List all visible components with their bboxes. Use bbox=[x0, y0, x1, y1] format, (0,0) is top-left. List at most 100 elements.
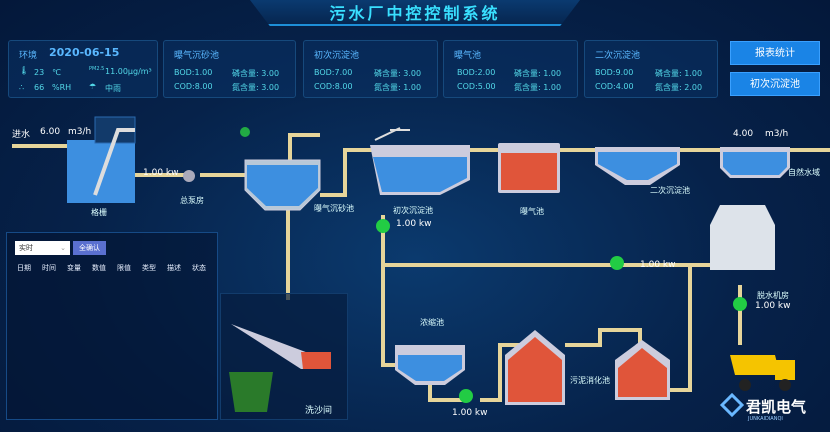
dewatering-label: 脱水机房 bbox=[757, 291, 789, 300]
natural-water bbox=[723, 152, 787, 175]
panel-title: 二次沉淀池 bbox=[595, 51, 641, 61]
col-date: 日期 bbox=[17, 264, 31, 272]
sludge-pipe bbox=[381, 215, 742, 367]
pm-label: PM2.5 bbox=[89, 66, 105, 72]
weather-icon: ☂ bbox=[89, 82, 97, 91]
bod: BOD:9.00 bbox=[595, 68, 634, 77]
col-variable: 变量 bbox=[67, 264, 81, 272]
alarm-panel: 实时 ⌄ 全确认 日期 时间 变量 数值 限值 类型 描述 状态 bbox=[6, 232, 218, 420]
humidity: 66 bbox=[34, 83, 45, 92]
logo-name: 君凯电气 bbox=[746, 398, 807, 416]
confirm-all-button[interactable]: 全确认 bbox=[73, 241, 106, 255]
nitrogen: 氮含量: 1.00 bbox=[514, 83, 562, 92]
aeration-label: 曝气池 bbox=[520, 207, 544, 216]
panel-secondary: 二次沉淀池 BOD:9.00 COD:4.00 磷含量: 1.00 氮含量: 2… bbox=[584, 40, 718, 98]
thickener-pump-icon bbox=[459, 389, 473, 403]
panel-primary: 初次沉淀池 BOD:7.00 COD:8.00 磷含量: 3.00 氮含量: 1… bbox=[303, 40, 438, 98]
bod: BOD:7.00 bbox=[314, 68, 353, 77]
col-time: 时间 bbox=[42, 264, 56, 272]
outflow-unit: m3/h bbox=[765, 129, 789, 139]
bod: BOD:2.00 bbox=[457, 68, 496, 77]
page-title: 污水厂中控控制系统 bbox=[329, 4, 501, 23]
grille-tank bbox=[67, 140, 135, 203]
cod: COD:4.00 bbox=[595, 82, 634, 91]
grit-pipe bbox=[286, 133, 320, 300]
panel-aerated-grit: 曝气沉砂池 BOD:1.00 COD:8.00 磷含量: 3.00 氮含量: 3… bbox=[163, 40, 296, 98]
weather: 中雨 bbox=[105, 84, 121, 93]
env-date: 2020-06-15 bbox=[49, 46, 120, 59]
primary-kw: 1.00 kw bbox=[396, 219, 432, 229]
return-kw: 1.00 kw bbox=[640, 260, 676, 270]
col-status: 状态 bbox=[192, 264, 206, 272]
inflow-value: 6.00 bbox=[40, 127, 61, 137]
grille-screen bbox=[93, 128, 135, 196]
primary-skimmer bbox=[374, 127, 410, 141]
cod: COD:5.00 bbox=[457, 82, 496, 91]
report-stats-button[interactable]: 报表统计 bbox=[730, 41, 820, 65]
humidity-icon: ∴ bbox=[19, 83, 25, 92]
secondary-label: 二次沉淀池 bbox=[650, 186, 690, 195]
panel-title: 曝气沉砂池 bbox=[174, 51, 220, 61]
aeration-liquid bbox=[501, 153, 557, 190]
thickener-water bbox=[398, 355, 462, 381]
digester-label: 污泥消化池 bbox=[570, 376, 610, 385]
natural-water-label: 自然水域 bbox=[788, 168, 820, 177]
thickener-label: 浓缩池 bbox=[420, 318, 444, 327]
dewater-pump-icon bbox=[733, 297, 747, 311]
pump-house-label: 总泵房 bbox=[180, 196, 204, 205]
aerated-grit-label: 曝气沉砂池 bbox=[314, 204, 354, 213]
sand-washer-icon bbox=[229, 324, 331, 412]
phosphorus: 磷含量: 3.00 bbox=[232, 69, 280, 78]
panel-title: 曝气池 bbox=[454, 51, 482, 61]
env-label: 环境 bbox=[19, 51, 38, 61]
bod: BOD:1.00 bbox=[174, 68, 213, 77]
phosphorus: 磷含量: 3.00 bbox=[374, 69, 422, 78]
col-description: 描述 bbox=[167, 264, 181, 272]
grit-motor bbox=[240, 127, 250, 137]
select-value: 实时 bbox=[19, 244, 33, 252]
cod: COD:8.00 bbox=[314, 82, 353, 91]
nitrogen: 氮含量: 3.00 bbox=[232, 83, 280, 92]
sand-washing-label: 洗沙间 bbox=[305, 406, 333, 416]
digester-2-sludge bbox=[618, 348, 667, 397]
dewatering-machine bbox=[710, 205, 775, 270]
primary-tank-button[interactable]: 初次沉淀池 bbox=[730, 72, 820, 96]
temp-unit: ℃ bbox=[52, 68, 61, 77]
alarm-table-header: 日期 时间 变量 数值 限值 类型 描述 状态 bbox=[17, 263, 206, 273]
primary-label: 初次沉淀池 bbox=[393, 206, 433, 215]
outflow-value: 4.00 bbox=[733, 129, 754, 139]
temperature: 23 bbox=[34, 68, 45, 77]
sludge-loop-pipe bbox=[428, 265, 692, 402]
environment-panel: 环境 2020-06-15 🌡 23 ℃ PM2.5 11.00μg/m³ ∴ … bbox=[8, 40, 158, 98]
alarm-mode-select[interactable]: 实时 ⌄ bbox=[15, 241, 70, 255]
thermometer-icon: 🌡 bbox=[19, 66, 30, 75]
col-limit: 限值 bbox=[117, 264, 131, 272]
secondary-water bbox=[598, 152, 677, 180]
cod: COD:8.00 bbox=[174, 82, 213, 91]
pumps bbox=[183, 170, 747, 403]
phosphorus: 磷含量: 1.00 bbox=[514, 69, 562, 78]
pm-value: 11.00μg/m³ bbox=[105, 67, 152, 76]
aerated-grit-water bbox=[247, 165, 318, 206]
grille-label: 格栅 bbox=[91, 208, 107, 217]
thickener-kw: 1.00 kw bbox=[452, 408, 488, 418]
dump-truck-icon bbox=[730, 355, 795, 391]
logo-icon bbox=[719, 392, 745, 418]
digester-1-sludge bbox=[508, 337, 562, 402]
sand-washing-room: 洗沙间 bbox=[220, 293, 348, 420]
nitrogen: 氮含量: 1.00 bbox=[374, 83, 422, 92]
col-value: 数值 bbox=[92, 264, 106, 272]
logo-sub: JUNKAIDIANQI bbox=[748, 416, 783, 422]
nitrogen: 氮含量: 2.00 bbox=[655, 83, 703, 92]
title-bar bbox=[250, 0, 580, 26]
inflow-unit: m3/h bbox=[68, 127, 92, 137]
pump-house-pump-icon bbox=[183, 170, 195, 182]
panel-title: 初次沉淀池 bbox=[314, 51, 360, 61]
grit-to-primary-pipe bbox=[320, 148, 372, 197]
phosphorus: 磷含量: 1.00 bbox=[655, 69, 703, 78]
dewatering-kw: 1.00 kw bbox=[755, 301, 791, 311]
inflow-label: 进水 bbox=[12, 130, 31, 140]
panel-aeration: 曝气池 BOD:2.00 COD:5.00 磷含量: 1.00 氮含量: 1.0… bbox=[443, 40, 578, 98]
chevron-down-icon: ⌄ bbox=[60, 244, 66, 252]
